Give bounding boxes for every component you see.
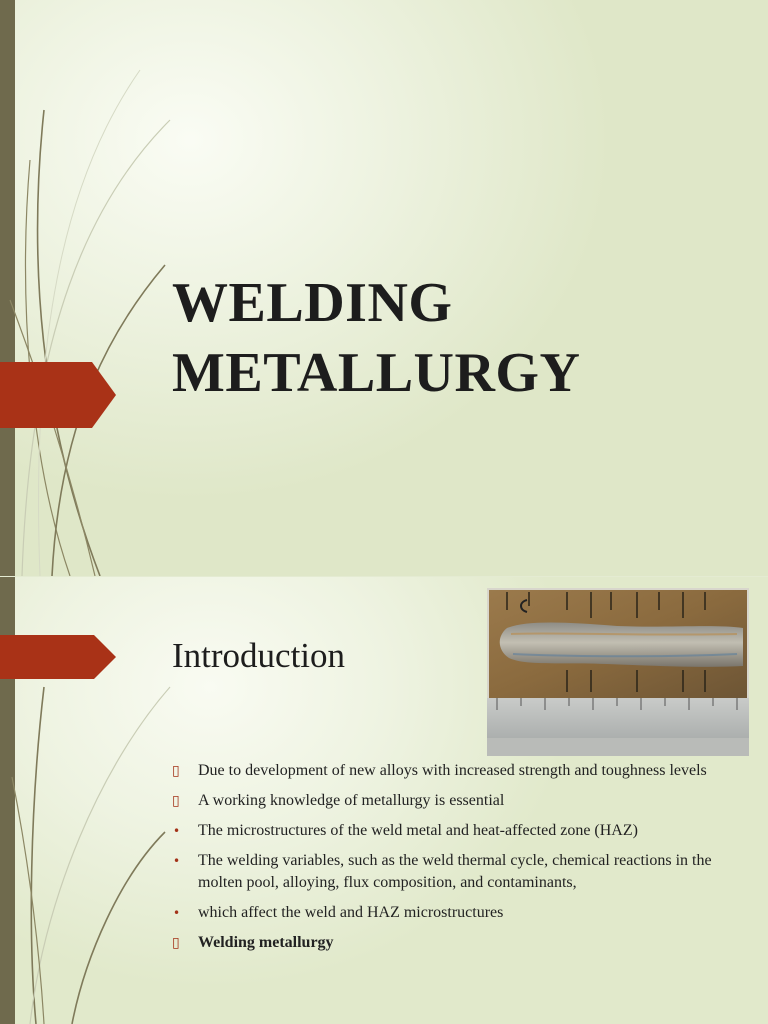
title-line-2: METALLURGY: [172, 342, 581, 404]
arrow-tab-icon: [0, 362, 116, 428]
bullet-text: which affect the weld and HAZ microstruc…: [198, 904, 504, 921]
grass-decoration: [9, 69, 171, 576]
side-bar: [0, 0, 15, 576]
bullet-box-icon: ▯: [172, 935, 180, 951]
list-item: • The microstructures of the weld metal …: [170, 820, 730, 842]
bullet-box-icon: ▯: [172, 763, 180, 779]
bullet-text: The microstructures of the weld metal an…: [198, 822, 638, 839]
bullet-text: A working knowledge of metallurgy is ess…: [198, 792, 505, 809]
bullet-text: The welding variables, such as the weld …: [198, 852, 712, 891]
grass-decoration: [11, 686, 171, 1024]
list-item: ▯ Welding metallurgy: [170, 932, 730, 954]
slide-title: WELDING METALLURGY: [172, 268, 580, 408]
section-title: Introduction: [172, 636, 346, 675]
title-slide: WELDING METALLURGY: [0, 0, 768, 576]
list-item: ▯ Due to development of new alloys with …: [170, 760, 730, 782]
bullet-text: Welding metallurgy: [198, 934, 334, 951]
bullet-dot-icon: •: [173, 854, 181, 868]
bullet-dot-icon: •: [173, 906, 181, 920]
bullet-dot-icon: •: [173, 824, 181, 838]
bullet-text: Due to development of new alloys with in…: [198, 762, 707, 779]
list-item: • The welding variables, such as the wel…: [170, 850, 730, 894]
weld-bead-photo: [487, 588, 749, 756]
list-item: • which affect the weld and HAZ microstr…: [170, 902, 730, 924]
bullet-box-icon: ▯: [172, 793, 180, 809]
intro-bullet-list: ▯ Due to development of new alloys with …: [170, 760, 730, 962]
title-line-1: WELDING: [172, 272, 453, 334]
list-item: ▯ A working knowledge of metallurgy is e…: [170, 790, 730, 812]
arrow-tab-icon: [0, 635, 116, 679]
side-bar: [0, 577, 15, 1024]
